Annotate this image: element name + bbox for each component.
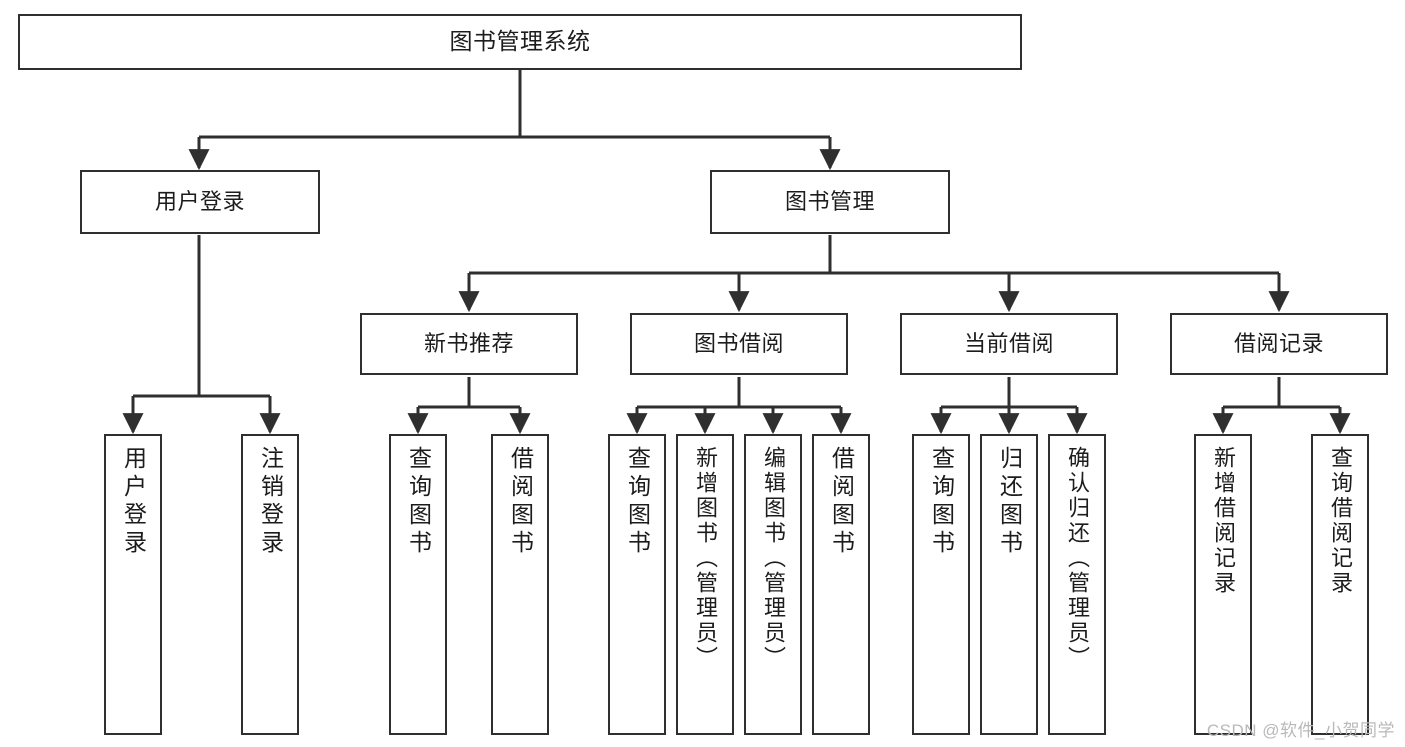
node-leaf-return-book[interactable]: 归还图书 [980,434,1038,735]
node-label: 图书管理 [784,189,875,215]
node-borrowing-record[interactable]: 借阅记录 [1170,313,1388,375]
node-label: 用户登录 [154,189,245,215]
node-label: 新增图书（管理员） [693,446,718,671]
node-current-borrowing[interactable]: 当前借阅 [900,313,1118,375]
node-leaf-add-book-admin[interactable]: 新增图书（管理员） [676,434,734,735]
node-leaf-query-book-recommendation[interactable]: 查询图书 [389,434,447,735]
node-label: 用户登录 [120,446,147,558]
node-leaf-query-book-borrowing[interactable]: 查询图书 [608,434,666,735]
node-book-borrowing[interactable]: 图书借阅 [630,313,848,375]
node-leaf-borrow-book-borrowing[interactable]: 借阅图书 [812,434,870,735]
node-label: 借阅记录 [1233,331,1324,357]
node-label: 新增借阅记录 [1211,446,1236,596]
node-leaf-query-book-current[interactable]: 查询图书 [912,434,970,735]
node-leaf-confirm-return-admin[interactable]: 确认归还（管理员） [1048,434,1106,735]
node-label: 确认归还（管理员） [1065,446,1090,671]
node-label: 图书借阅 [693,331,784,357]
node-label: 查询图书 [928,446,955,558]
node-book-management[interactable]: 图书管理 [710,170,950,234]
node-label: 查询图书 [405,446,432,558]
node-user-login[interactable]: 用户登录 [80,170,320,234]
node-label: 注销登录 [257,446,284,558]
node-label: 借阅图书 [507,446,534,558]
csdn-watermark: CSDN @软件_小贺同学 [1206,721,1395,740]
node-leaf-borrow-book-recommendation[interactable]: 借阅图书 [491,434,549,735]
node-label: 归还图书 [996,446,1023,558]
node-label: 查询借阅记录 [1328,446,1353,596]
node-leaf-add-borrow-record[interactable]: 新增借阅记录 [1194,434,1252,735]
node-label: 查询图书 [624,446,651,558]
node-label: 编辑图书（管理员） [761,446,786,671]
node-label: 图书管理系统 [449,28,591,55]
node-label: 当前借阅 [963,331,1054,357]
node-leaf-user-login[interactable]: 用户登录 [104,434,162,735]
node-label: 借阅图书 [828,446,855,558]
node-new-book-recommendation[interactable]: 新书推荐 [360,313,578,375]
node-root-book-management-system[interactable]: 图书管理系统 [18,14,1022,70]
node-label: 新书推荐 [423,331,514,357]
node-leaf-user-logout[interactable]: 注销登录 [241,434,299,735]
node-leaf-query-borrow-record[interactable]: 查询借阅记录 [1311,434,1369,735]
node-leaf-edit-book-admin[interactable]: 编辑图书（管理员） [744,434,802,735]
